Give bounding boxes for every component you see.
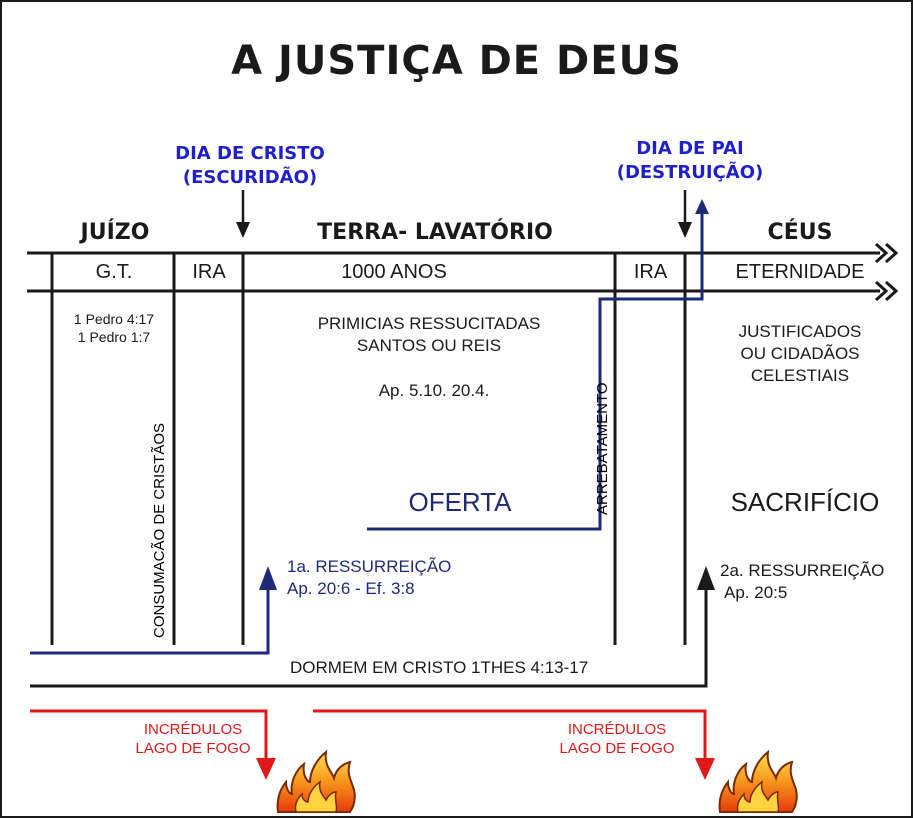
- sacrificio-label: SACRIFÍCIO: [730, 487, 880, 517]
- dia-de-pai-label: DIA DE PAI (DESTRUIÇÃO): [590, 137, 790, 185]
- ressurreicao2-line2: Ap. 20:5: [724, 583, 788, 602]
- pedro-refs: 1 Pedro 4:17 1 Pedro 1:7: [54, 310, 174, 346]
- dia-de-pai-line1: DIA DE PAI: [636, 138, 744, 159]
- mil-anos-cell: 1000 ANOS: [341, 261, 447, 283]
- pedro-ref-2: 1 Pedro 1:7: [77, 329, 151, 345]
- dia-de-cristo-line1: DIA DE CRISTO: [175, 143, 325, 164]
- justificados-text: JUSTIFICADOS OU CIDADÃOS CELESTIAIS: [700, 321, 900, 387]
- terra-header: TERRA- LAVATÓRIO: [317, 220, 553, 245]
- incredulos-right-path: [313, 709, 707, 762]
- double-chevron-right-icon: [874, 242, 899, 264]
- fire-icon: [718, 749, 798, 813]
- incredulos-left-label: INCRÉDULOS LAGO DE FOGO: [118, 720, 268, 758]
- incredulos-left-line1: INCRÉDULOS: [143, 721, 243, 738]
- ressurreicao1-line1: 1a. RESSURREIÇÃO: [287, 557, 452, 576]
- ressurreicao2-path: [30, 585, 708, 688]
- primicias-line1: PRIMICIAS RESSUCITADAS: [317, 314, 541, 333]
- ressurreicao1-text: 1a. RESSURREIÇÃO Ap. 20:6 - Ef. 3:8: [287, 556, 451, 600]
- dia-de-pai-line2: (DESTRUIÇÃO): [616, 162, 764, 183]
- dormem-label: DORMEM EM CRISTO 1THES 4:13-17: [290, 658, 589, 677]
- primicias-text: PRIMICIAS RESSUCITADAS SANTOS OU REIS: [244, 313, 614, 357]
- ressurreicao2-line1: 2a. RESSURREIÇÃO: [720, 561, 885, 580]
- incredulos-left-path: [30, 709, 268, 762]
- pedro-ref-1: 1 Pedro 4:17: [73, 311, 155, 327]
- dia-de-cristo-line2: (ESCURIDÃO): [182, 167, 318, 188]
- up-arrow-icon: [697, 566, 715, 590]
- page-title: A JUSTIÇA DE DEUS: [231, 38, 682, 84]
- down-arrow-icon: [678, 190, 692, 238]
- ceus-header: CÉUS: [767, 220, 833, 245]
- ira-cell-1: IRA: [192, 261, 226, 283]
- gt-cell: G.T.: [95, 261, 133, 283]
- arrebatamento-label: ARREBATAMENTO: [594, 382, 611, 515]
- down-arrow-icon: [695, 758, 715, 780]
- ressurreicao1-path: [30, 585, 270, 655]
- dia-de-cristo-label: DIA DE CRISTO (ESCURIDÃO): [150, 142, 350, 190]
- down-arrow-icon: [256, 758, 276, 780]
- ressurreicao1-line2: Ap. 20:6 - Ef. 3:8: [287, 579, 415, 598]
- fire-icon: [276, 749, 356, 813]
- oferta-label: OFERTA: [408, 487, 512, 517]
- double-chevron-right-icon: [874, 280, 899, 302]
- eternidade-cell: ETERNIDADE: [735, 261, 865, 283]
- primicias-line2: SANTOS OU REIS: [356, 336, 502, 355]
- incredulos-right-line1: INCRÉDULOS: [567, 721, 667, 738]
- justificados-line3: CELESTIAIS: [750, 366, 850, 385]
- down-arrow-icon: [236, 190, 250, 238]
- justificados-line1: JUSTIFICADOS: [738, 322, 862, 341]
- incredulos-right-line2: LAGO DE FOGO: [559, 740, 675, 757]
- up-arrow-icon: [695, 199, 709, 214]
- ap-ref: Ap. 5.10. 20.4.: [378, 381, 490, 400]
- ira-cell-2: IRA: [633, 261, 668, 283]
- up-arrow-icon: [259, 566, 277, 590]
- juizo-header: JUÍZO: [80, 220, 150, 245]
- incredulos-right-label: INCRÉDULOS LAGO DE FOGO: [542, 720, 692, 758]
- oferta-arrebatamento-path: [367, 213, 704, 531]
- ressurreicao2-text: 2a. RESSURREIÇÃO Ap. 20:5: [720, 560, 884, 604]
- justificados-line2: OU CIDADÃOS: [740, 344, 860, 363]
- consumacao-label: CONSUMACÃO DE CRISTÃOS: [151, 422, 168, 638]
- incredulos-left-line2: LAGO DE FOGO: [135, 740, 251, 757]
